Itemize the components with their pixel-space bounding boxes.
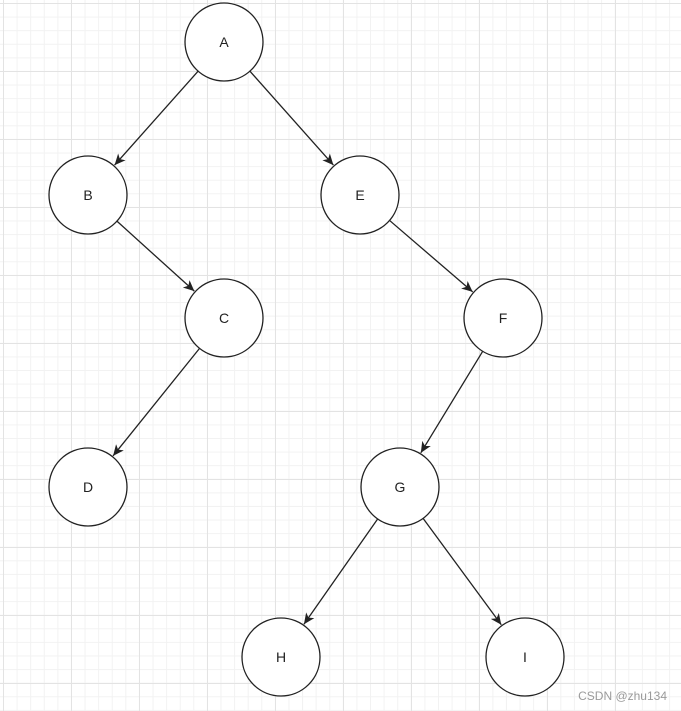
node-i: I [485,617,565,697]
node-g: G [360,447,440,527]
edge-g-h [303,518,379,625]
node-h: H [241,617,321,697]
edge-e-f [389,219,474,293]
node-label: F [499,310,508,326]
edge-g-i [422,518,502,626]
node-d: D [48,447,128,527]
node-label: G [395,479,406,495]
node-f: F [463,278,543,358]
node-c: C [184,278,264,358]
node-label: E [355,187,364,203]
edge-a-b [114,70,199,166]
node-b: B [48,155,128,235]
node-circle [463,278,543,358]
node-label: C [219,310,229,326]
nodes-layer: A B E C F D G H I [48,2,565,697]
node-circle [360,447,440,527]
node-label: I [523,649,527,665]
edge-c-d [112,347,201,457]
edge-a-e [249,70,334,166]
node-a: A [184,2,264,82]
node-label: D [83,479,93,495]
node-circle [320,155,400,235]
edges-layer [112,70,502,626]
node-circle [485,617,565,697]
node-circle [241,617,321,697]
edge-f-g [420,350,484,454]
node-circle [184,278,264,358]
node-circle [48,447,128,527]
node-label: A [219,34,229,50]
node-label: H [276,649,286,665]
node-e: E [320,155,400,235]
edge-b-c [116,220,195,292]
watermark: CSDN @zhu134 [578,689,667,703]
node-circle [48,155,128,235]
node-label: B [83,187,92,203]
node-circle [184,2,264,82]
